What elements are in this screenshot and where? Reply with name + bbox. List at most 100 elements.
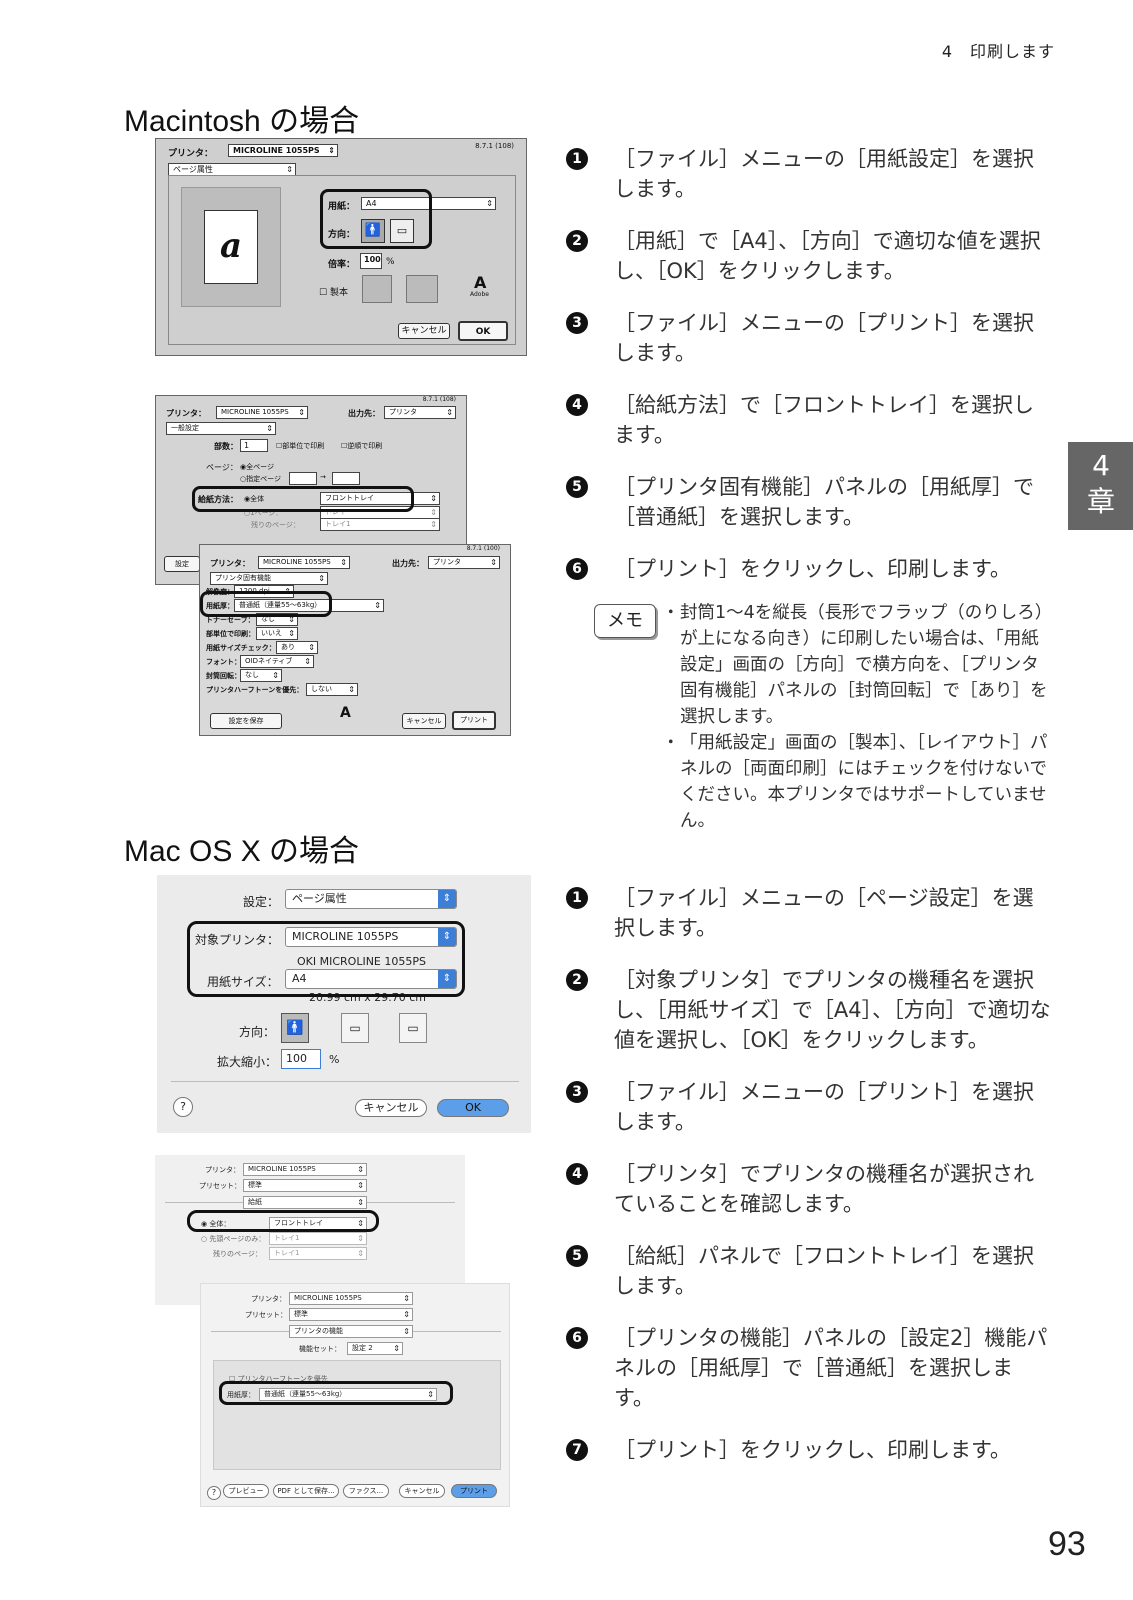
percent-label: %	[386, 257, 395, 267]
rest-select[interactable]: トレイ1	[320, 518, 440, 531]
fax-button[interactable]: ファクス...	[343, 1484, 389, 1498]
save-pdf-button[interactable]: PDF として保存...	[273, 1484, 339, 1498]
thickness-select[interactable]: 普通紙（連量55～63kg）	[259, 1388, 437, 1401]
sizecheck-select[interactable]: あり	[276, 641, 318, 654]
collate-checkbox[interactable]: ☐部単位で印刷	[276, 442, 325, 450]
settings-select[interactable]: ページ属性⇕	[285, 889, 457, 909]
pages-label: ページ：	[206, 463, 238, 472]
help-icon[interactable]: ?	[173, 1097, 193, 1117]
preview-button[interactable]: プレビュー	[223, 1484, 269, 1498]
page-to-input[interactable]	[332, 472, 360, 485]
save-settings-button[interactable]: 設定を保存	[210, 713, 282, 729]
paper-size-select[interactable]: A4⇕	[285, 969, 457, 989]
ok-button[interactable]: OK	[437, 1099, 509, 1117]
booklet-checkbox[interactable]: ☐ 製本	[319, 288, 348, 298]
copies-label: 部数：	[214, 442, 238, 451]
printer-select[interactable]: MICROLINE 1055PS	[243, 1163, 367, 1176]
pages-range-radio[interactable]: ○指定ページ	[240, 475, 281, 483]
feed-select[interactable]: フロントトレイ	[320, 492, 440, 505]
feed-all-radio[interactable]: ◉全体	[244, 495, 265, 503]
first-page-radio[interactable]: ○ 先頭ページのみ：	[201, 1235, 266, 1243]
scale-input[interactable]: 100	[281, 1049, 321, 1069]
page-from-input[interactable]	[289, 472, 317, 485]
thickness-label: 用紙厚：	[227, 1391, 255, 1399]
scale-input[interactable]: 100	[360, 253, 382, 269]
portrait-icon[interactable]: 🚹	[281, 1013, 309, 1043]
pages-all-radio[interactable]: ◉全ページ	[240, 463, 274, 471]
portrait-icon[interactable]: 🚹	[361, 219, 385, 243]
thickness-select[interactable]: 普通紙（連量55～63kg）	[234, 599, 384, 612]
highlight-paper-orientation	[320, 189, 432, 249]
paper-select[interactable]: A4	[361, 197, 496, 210]
printer-select[interactable]: MICROLINE 1055PS	[228, 144, 338, 157]
output-label: 出力先：	[392, 559, 424, 568]
step-text: ［プリンタの機能］パネルの［設定2］機能パネルの［用紙厚］で［普通紙］を選択しま…	[614, 1326, 1048, 1410]
osx-steps: 1［ファイル］メニューの［ページ設定］を選択します。 2［対象プリンタ］でプリン…	[562, 883, 1052, 1465]
osx-page-setup-dialog: 設定： ページ属性⇕ 対象プリンタ： MICROLINE 1055PS⇕ OKI…	[157, 875, 531, 1133]
feature-set-select[interactable]: 設定 2	[347, 1342, 403, 1355]
landscape-left-icon[interactable]: ▭	[341, 1013, 369, 1043]
settings-button[interactable]: 設定	[164, 556, 200, 572]
panel-select[interactable]: 給紙	[243, 1196, 367, 1209]
step-number: 3	[566, 312, 588, 334]
scale-label: 拡大縮小：	[217, 1055, 278, 1069]
step-item: 1［ファイル］メニューの［ページ設定］を選択します。	[562, 883, 1052, 943]
first-page-select[interactable]: トレイ1	[269, 1232, 367, 1245]
feed-all-radio[interactable]: ◉ 全体：	[201, 1220, 231, 1228]
panel-select[interactable]: プリンタの機能	[289, 1325, 413, 1338]
envelope-rotation-select[interactable]: なし	[240, 669, 282, 682]
feed-label: 給紙方法：	[198, 495, 238, 504]
feed-all-label: 全体：	[209, 1220, 231, 1228]
cancel-button[interactable]: キャンセル	[399, 1484, 445, 1498]
preset-label: プリセット：	[245, 1311, 287, 1319]
memo-item: 「用紙設定」画面の［製本］、［レイアウト］パネルの［両面印刷］にはチェックを付け…	[662, 730, 1052, 834]
halftone-label: プリンタハーフトーンを優先：	[206, 686, 304, 694]
cancel-button[interactable]: キャンセル	[355, 1099, 427, 1117]
booklet-label: 製本	[329, 288, 348, 298]
output-select[interactable]: プリンタ	[384, 406, 456, 419]
printer-select[interactable]: MICROLINE 1055PS	[289, 1292, 413, 1305]
first-page-radio[interactable]: ○1ページ：	[244, 509, 283, 517]
printer-select[interactable]: MICROLINE 1055PS	[216, 406, 308, 419]
step-text: ［プリント］をクリックし、印刷します。	[614, 557, 1011, 581]
scale-label: 倍率：	[328, 260, 356, 270]
cancel-button[interactable]: キャンセル	[398, 323, 450, 339]
preset-select[interactable]: 標準	[243, 1179, 367, 1192]
booklet-right-icon[interactable]	[406, 275, 438, 303]
panel-select[interactable]: 一般設定	[166, 422, 276, 435]
printer-label: プリンタ：	[168, 149, 214, 159]
memo-item: 封筒1～4を縦長（長形でフラップ（のりしろ）が上になる向き）に印刷したい場合は、…	[662, 600, 1052, 730]
output-select[interactable]: プリンタ	[428, 556, 500, 569]
booklet-left-icon[interactable]	[362, 275, 392, 303]
paper-size-label: 用紙サイズ：	[207, 975, 279, 989]
collate-select[interactable]: いいえ	[256, 627, 298, 640]
halftone-select[interactable]: しない	[306, 683, 358, 696]
copies-input[interactable]: 1	[240, 439, 268, 452]
divider	[171, 1081, 519, 1082]
ok-button[interactable]: OK	[458, 321, 508, 341]
panel-select[interactable]: プリンタ固有機能	[210, 572, 328, 585]
rest-select[interactable]: トレイ1	[269, 1247, 367, 1260]
feature-panel	[213, 1360, 501, 1470]
font-select[interactable]: OIDネイティブ	[240, 655, 314, 668]
print-button[interactable]: プリント	[451, 1484, 497, 1498]
tonersave-label: トナーセーブ：	[206, 616, 255, 624]
target-printer-select[interactable]: MICROLINE 1055PS⇕	[285, 927, 457, 947]
cancel-button[interactable]: キャンセル	[402, 713, 446, 729]
step-item: 1［ファイル］メニューの［用紙設定］を選択します。	[562, 144, 1052, 204]
print-button[interactable]: プリント	[452, 711, 496, 730]
target-printer-value: MICROLINE 1055PS	[292, 930, 399, 943]
font-label: フォント：	[206, 658, 241, 666]
adobe-label: Adobe	[470, 291, 489, 298]
landscape-icon[interactable]: ▭	[390, 219, 414, 243]
feed-all-label: 全体	[250, 495, 265, 503]
landscape-right-icon[interactable]: ▭	[399, 1013, 427, 1043]
reverse-checkbox[interactable]: ☐逆順で印刷	[341, 442, 383, 450]
help-icon[interactable]: ?	[207, 1486, 221, 1500]
thickness-label: 用紙厚：	[206, 602, 234, 610]
memo-notes: 封筒1～4を縦長（長形でフラップ（のりしろ）が上になる向き）に印刷したい場合は、…	[662, 600, 1052, 834]
halftone-checkbox[interactable]: ☐ プリンタハーフトーンを優先	[229, 1375, 328, 1383]
step-text: ［給紙方法］で［フロントトレイ］を選択します。	[614, 393, 1034, 447]
printer-select[interactable]: MICROLINE 1055PS	[258, 556, 350, 569]
preset-select[interactable]: 標準	[289, 1308, 413, 1321]
